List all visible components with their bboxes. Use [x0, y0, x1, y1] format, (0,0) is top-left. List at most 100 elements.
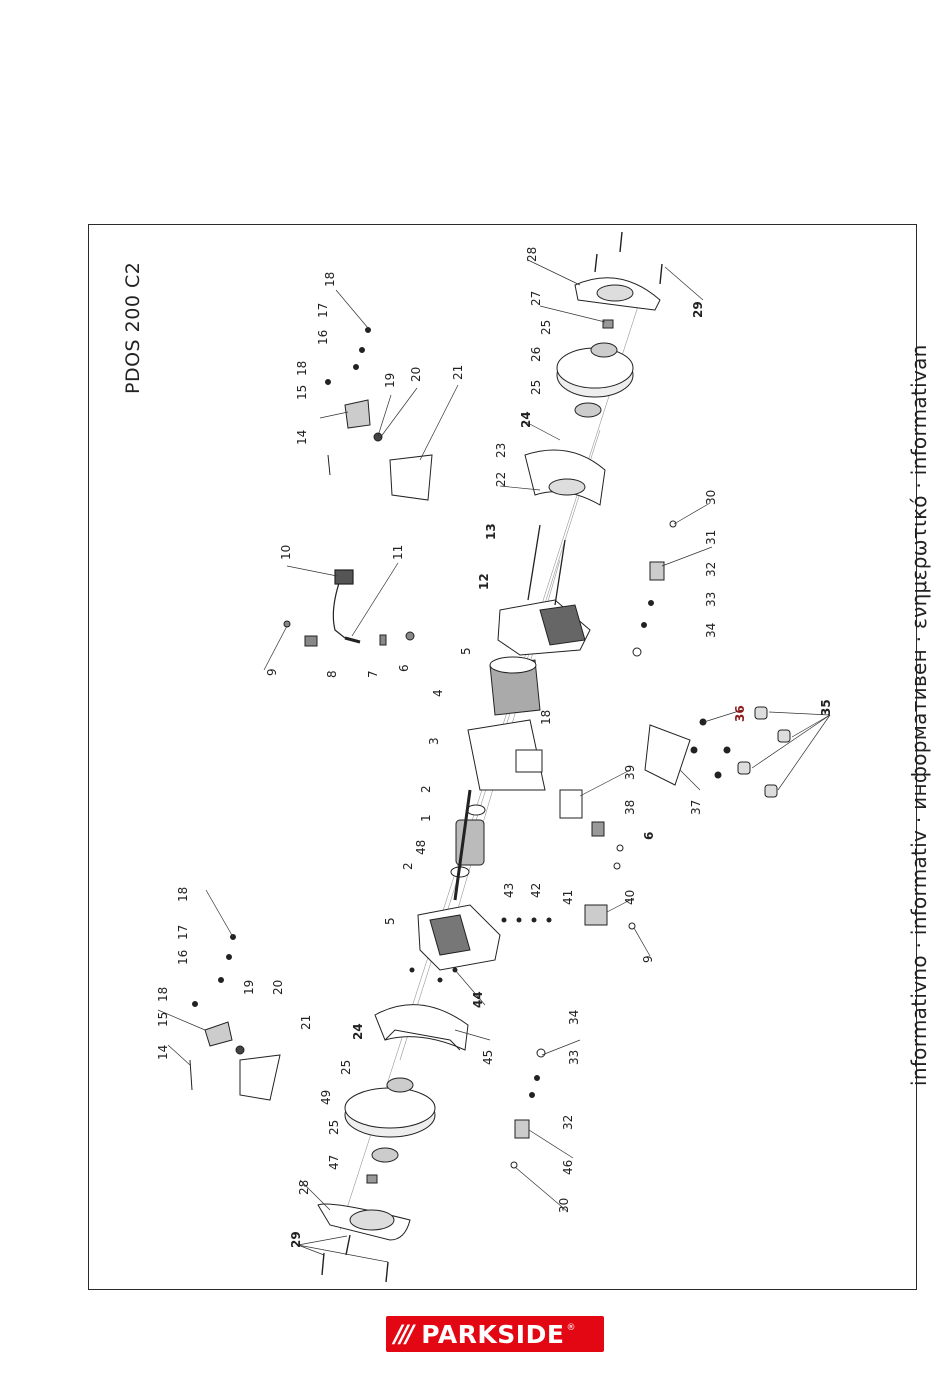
label-42: 42 [529, 883, 543, 898]
label-43: 43 [502, 883, 516, 898]
label-21: 21 [451, 365, 465, 380]
label-1: 1 [419, 814, 433, 822]
label-33b: 33 [567, 1050, 581, 1065]
label-30: 30 [704, 490, 718, 505]
logo-slashes: /// [394, 1320, 414, 1348]
label-7: 7 [366, 670, 380, 678]
label-10: 10 [279, 545, 293, 560]
label-3: 3 [427, 737, 441, 745]
label-32b: 32 [561, 1115, 575, 1130]
diagram-frame [88, 224, 917, 1290]
label-15b: 15 [156, 1012, 170, 1027]
screws-mid [409, 917, 552, 983]
label-35: 35 [819, 699, 833, 716]
label-18b: 18 [295, 361, 309, 376]
label-28: 28 [525, 247, 539, 262]
label-33: 33 [704, 592, 718, 607]
label-47: 47 [327, 1155, 341, 1170]
label-11: 11 [391, 545, 405, 560]
eye-shield-left [189, 934, 281, 1101]
label-15: 15 [295, 385, 309, 400]
label-25c: 25 [339, 1060, 353, 1075]
wheel-cover-right [574, 277, 661, 311]
logo-registered: ® [566, 1323, 576, 1333]
label-18c: 18 [539, 710, 553, 725]
label-34b: 34 [567, 1010, 581, 1025]
label-39: 39 [623, 765, 637, 780]
label-29: 29 [691, 301, 705, 318]
label-40: 40 [623, 890, 637, 905]
label-17: 17 [316, 303, 330, 318]
label-19b: 19 [242, 980, 256, 995]
label-32: 32 [704, 562, 718, 577]
label-9: 9 [265, 668, 279, 676]
label-29b: 29 [289, 1231, 303, 1248]
label-22: 22 [494, 472, 508, 487]
label-28b: 28 [297, 1180, 311, 1195]
bolts-29-left [321, 1234, 389, 1283]
label-25d: 25 [327, 1120, 341, 1135]
label-16b: 16 [176, 950, 190, 965]
switch-assembly [559, 724, 691, 930]
label-41: 41 [561, 890, 575, 905]
stator-bracket [467, 719, 546, 791]
label-25b: 25 [539, 320, 553, 335]
flange-left [366, 1077, 414, 1184]
grinding-wheel-right [556, 319, 634, 418]
tie-rods [527, 524, 566, 606]
label-23: 23 [494, 443, 508, 458]
power-cord [332, 569, 361, 644]
label-19: 19 [383, 373, 397, 388]
parkside-logo: /// PARKSIDE ® [386, 1316, 604, 1352]
label-30b: 30 [557, 1198, 571, 1213]
label-36: 36 [733, 705, 747, 722]
label-27: 27 [529, 291, 543, 306]
label-17b: 17 [176, 925, 190, 940]
tool-rest-left [510, 1048, 546, 1169]
wheel-cover-left [317, 1203, 411, 1241]
label-26: 26 [529, 347, 543, 362]
label-14: 14 [295, 430, 309, 445]
label-2: 2 [419, 785, 433, 793]
leader-lines [157, 259, 831, 1263]
label-16: 16 [316, 330, 330, 345]
label-18d: 18 [176, 887, 190, 902]
label-2b: 2 [401, 862, 415, 870]
label-44: 44 [471, 991, 485, 1008]
label-13: 13 [484, 523, 498, 540]
label-9b: 9 [641, 955, 655, 963]
label-14b: 14 [156, 1045, 170, 1060]
label-12: 12 [477, 573, 491, 590]
small-parts-top [283, 620, 415, 647]
wheel-guard-right [524, 449, 606, 506]
grinding-wheel-left [344, 1087, 436, 1138]
motor-housing-left [417, 904, 501, 971]
label-25: 25 [529, 380, 543, 395]
label-18e: 18 [156, 987, 170, 1002]
label-8: 8 [325, 670, 339, 678]
label-5: 5 [459, 647, 473, 655]
eye-shield-right [325, 327, 433, 501]
label-21b: 21 [299, 1015, 313, 1030]
label-49: 49 [319, 1090, 333, 1105]
logo-text: PARKSIDE [421, 1319, 565, 1349]
label-31: 31 [704, 530, 718, 545]
label-6: 6 [397, 664, 411, 672]
part-number-labels: 18 17 16 18 15 14 19 20 21 10 11 9 8 7 6… [156, 247, 833, 1248]
tool-rest-right [632, 520, 677, 657]
label-20b: 20 [271, 980, 285, 995]
label-46: 46 [561, 1160, 575, 1175]
label-45: 45 [481, 1050, 495, 1065]
label-5b: 5 [383, 917, 397, 925]
label-20: 20 [409, 367, 423, 382]
label-37: 37 [689, 800, 703, 815]
label-24: 24 [519, 411, 533, 428]
feet [690, 706, 791, 798]
label-48: 48 [414, 840, 428, 855]
label-4: 4 [431, 689, 445, 697]
label-38: 38 [623, 800, 637, 815]
label-34: 34 [704, 623, 718, 638]
rotor [450, 789, 486, 901]
label-18: 18 [323, 272, 337, 287]
